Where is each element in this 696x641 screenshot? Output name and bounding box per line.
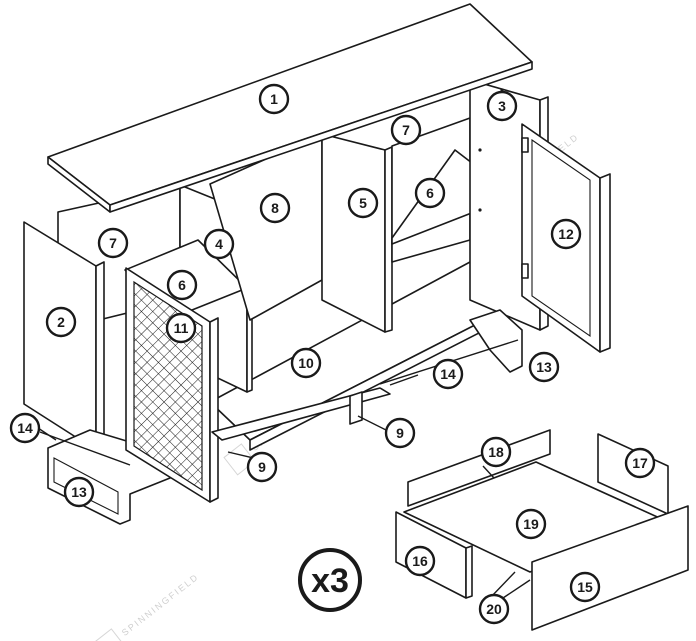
svg-text:13: 13 xyxy=(71,484,87,500)
svg-text:17: 17 xyxy=(632,455,648,471)
callout-13-left: 13 xyxy=(63,476,95,508)
callout-12: 12 xyxy=(550,218,582,250)
drawer-side-left-edge xyxy=(465,545,473,599)
callout-6-right: 6 xyxy=(414,177,446,209)
svg-text:14: 14 xyxy=(17,420,33,436)
svg-text:15: 15 xyxy=(577,579,593,595)
svg-text:4: 4 xyxy=(215,236,223,252)
callout-7-left: 7 xyxy=(97,227,129,259)
watermark-text: SPINNINGFIELD xyxy=(120,572,201,638)
callouts: 1 2 3 4 5 6 6 7 7 8 9 9 10 11 12 13 13 1… xyxy=(9,83,656,625)
svg-text:2: 2 xyxy=(57,314,65,330)
divider-panel-center xyxy=(321,133,386,333)
hole xyxy=(478,148,482,152)
divider-panel-center-edge xyxy=(384,146,393,333)
svg-text:7: 7 xyxy=(109,235,117,251)
callout-3: 3 xyxy=(486,90,518,122)
callout-7-right: 7 xyxy=(390,114,422,146)
svg-text:6: 6 xyxy=(426,185,434,201)
top-panel-side xyxy=(109,61,533,213)
callout-9-right: 9 xyxy=(384,417,416,449)
callout-6-left: 6 xyxy=(166,269,198,301)
quantity-badge: x3 xyxy=(298,548,362,612)
svg-text:16: 16 xyxy=(412,553,428,569)
svg-text:1: 1 xyxy=(270,91,278,107)
svg-text:7: 7 xyxy=(402,122,410,138)
svg-text:14: 14 xyxy=(440,366,456,382)
drawer-front xyxy=(531,505,689,631)
svg-text:20: 20 xyxy=(486,601,502,617)
hinge-icon xyxy=(521,137,529,153)
svg-text:3: 3 xyxy=(498,98,506,114)
svg-text:8: 8 xyxy=(271,200,279,216)
callout-8: 8 xyxy=(259,192,291,224)
svg-text:9: 9 xyxy=(258,459,266,475)
door-right-inner xyxy=(531,138,591,338)
callout-14-left: 14 xyxy=(9,412,41,444)
callout-16: 16 xyxy=(404,545,436,577)
callout-18: 18 xyxy=(480,436,512,468)
rail-front xyxy=(211,387,391,441)
hole xyxy=(500,88,504,92)
svg-text:10: 10 xyxy=(298,355,314,371)
runner xyxy=(499,579,531,601)
hinge-icon xyxy=(521,263,529,279)
callout-17: 17 xyxy=(624,447,656,479)
rail-left xyxy=(39,431,131,466)
svg-text:11: 11 xyxy=(174,320,189,336)
svg-text:18: 18 xyxy=(488,444,504,460)
door-right-edge xyxy=(599,173,611,353)
callout-20: 20 xyxy=(478,593,510,625)
watermark: SPINNINGFIELD xyxy=(93,572,201,641)
svg-text:19: 19 xyxy=(523,516,539,532)
svg-text:9: 9 xyxy=(396,425,404,441)
svg-text:6: 6 xyxy=(178,277,186,293)
callout-1: 1 xyxy=(258,83,290,115)
callout-13-right: 13 xyxy=(528,351,560,383)
svg-text:5: 5 xyxy=(359,195,367,211)
callout-10: 10 xyxy=(290,347,322,379)
svg-text:12: 12 xyxy=(558,226,574,242)
quantity-label: x3 xyxy=(311,562,349,600)
mesh-door-edge xyxy=(209,317,219,503)
callout-19: 19 xyxy=(515,508,547,540)
side-panel-left-edge xyxy=(95,261,105,451)
callout-2: 2 xyxy=(45,306,77,338)
callout-14-right: 14 xyxy=(432,358,464,390)
callout-5: 5 xyxy=(347,187,379,219)
hole xyxy=(478,208,482,212)
callout-11: 11 xyxy=(165,312,197,344)
svg-text:13: 13 xyxy=(536,359,552,375)
leader-lines xyxy=(37,374,516,599)
callout-4: 4 xyxy=(203,228,235,260)
callout-15: 15 xyxy=(569,571,601,603)
rail-bracket xyxy=(349,391,363,425)
callout-9-left: 9 xyxy=(246,451,278,483)
